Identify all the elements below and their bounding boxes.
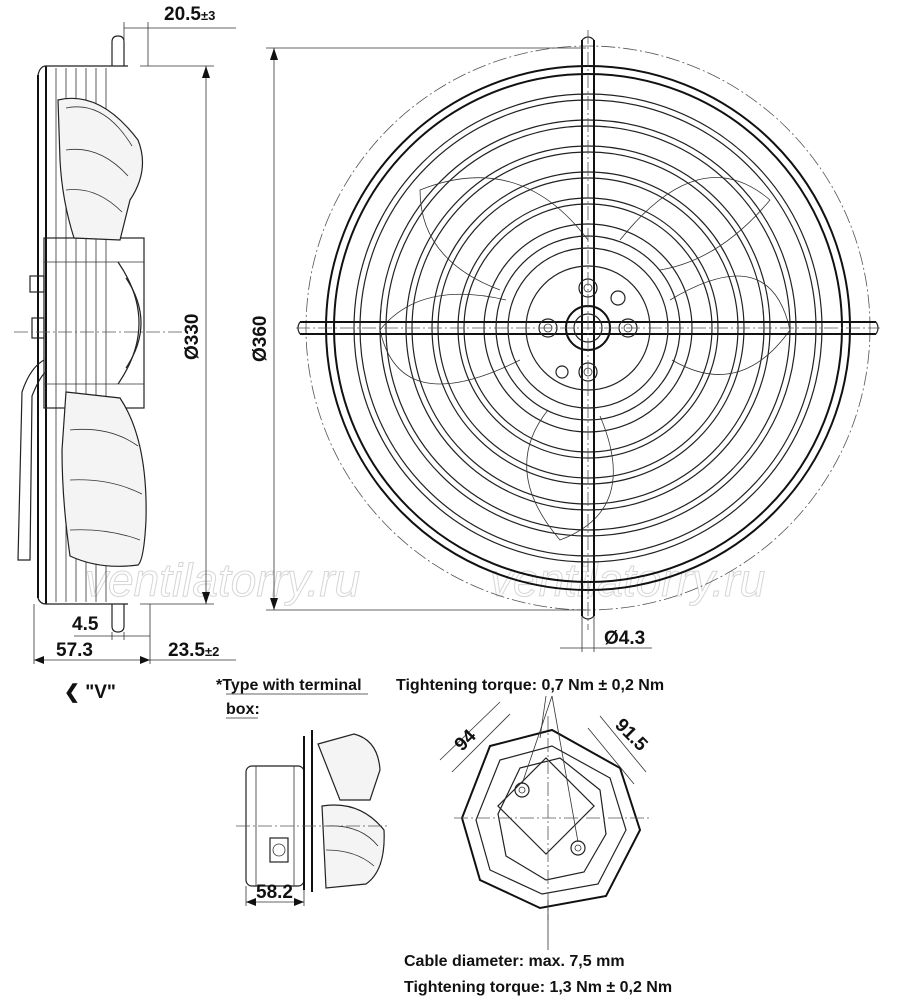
watermark-right: ventilatorry.ru: [490, 554, 765, 606]
front-dimensions: Ø360 Ø4.3: [250, 47, 652, 652]
side-dimensions: 20.5±3 Ø330 4.5 57.3 23.5±2: [33, 4, 236, 664]
dim-hole-diameter: Ø4.3: [604, 628, 645, 649]
dim-diameter-360: Ø360: [250, 316, 271, 362]
terminal-box-side-view: 58.2: [236, 730, 390, 906]
dim-diameter-330: Ø330: [182, 314, 203, 360]
dim-4-5: 4.5: [72, 614, 99, 635]
dim-guard-offset: 20.5±3: [164, 4, 215, 25]
dim-box-width-94: 94: [451, 725, 481, 755]
view-marker: ❮ "V": [64, 682, 116, 703]
front-view: [296, 30, 880, 630]
cable-diameter-note: Cable diameter: max. 7,5 mm: [404, 953, 625, 970]
dim-box-width-91-5: 91.5: [610, 715, 651, 756]
side-view: [14, 35, 190, 633]
impeller-blades: [379, 177, 791, 541]
terminal-note-line1: *Type with terminal: [216, 677, 362, 694]
terminal-box-front-view: 94 91.5: [439, 695, 652, 950]
torque-bottom-note: Tightening torque: 1,3 Nm ± 0,2 Nm: [404, 979, 672, 996]
dim-terminal-box-depth: 58.2: [256, 882, 293, 903]
terminal-note-line2: box:: [226, 701, 260, 718]
dim-23-5: 23.5±2: [168, 640, 219, 661]
torque-top-note: Tightening torque: 0,7 Nm ± 0,2 Nm: [396, 677, 664, 694]
dim-57-3: 57.3: [56, 640, 93, 661]
